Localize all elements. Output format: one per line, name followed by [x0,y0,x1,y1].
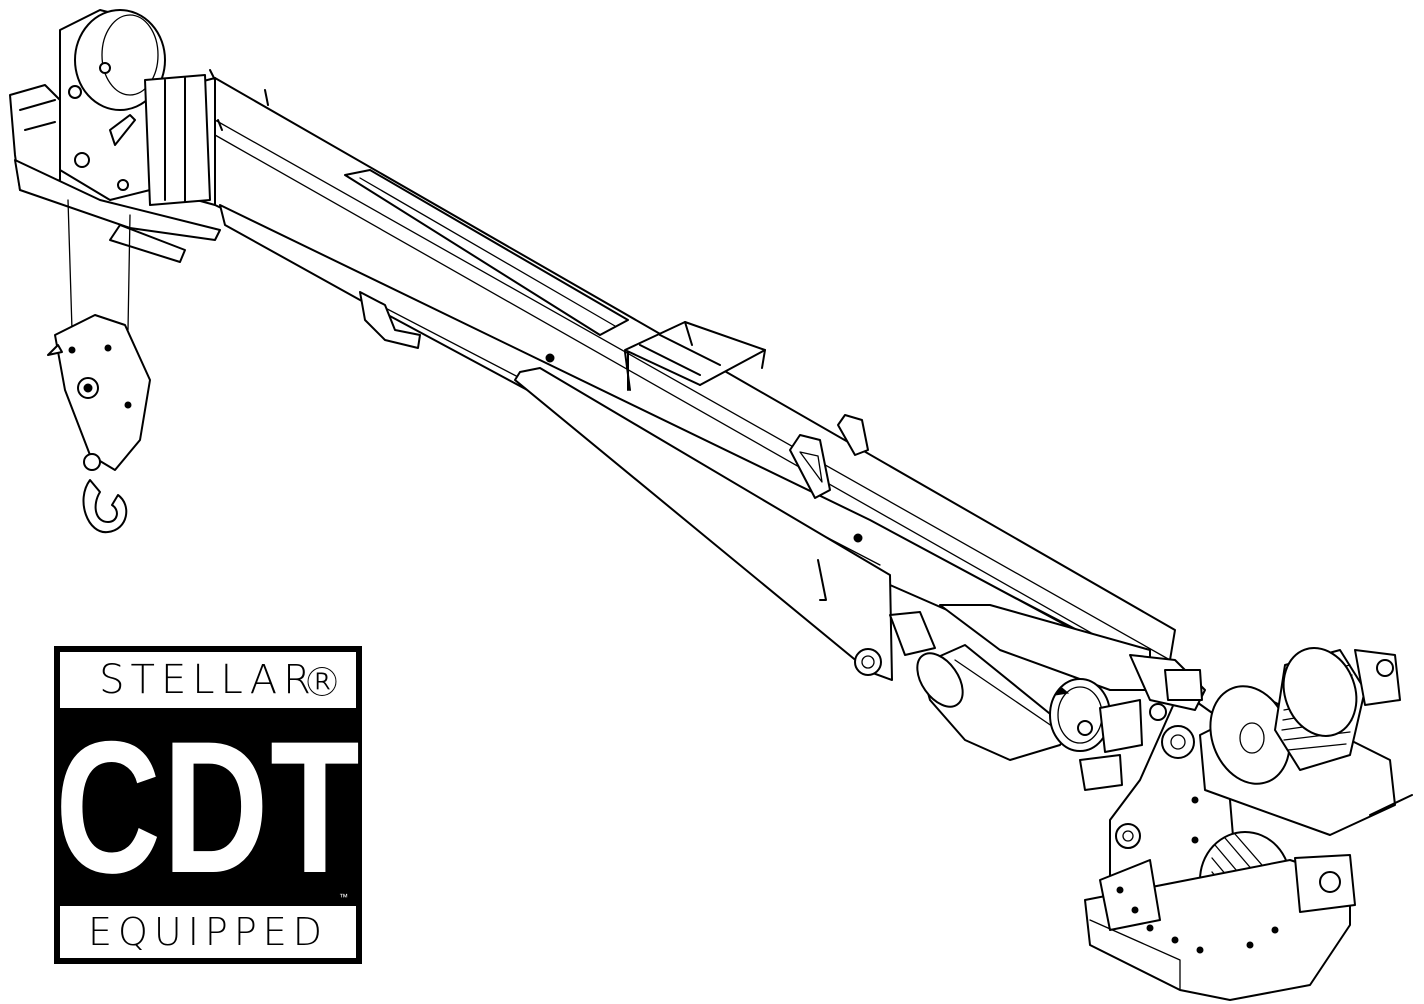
logo-product-block: CDT [54,708,362,906]
logo-tagline-band: EQUIPPED [60,906,356,958]
hoist-winch [1199,647,1413,836]
registered-mark: ® [302,660,348,706]
logo-product-text: CDT [54,702,362,912]
boom-tip-head [9,9,269,263]
control-valve [1129,654,1206,711]
boom-web-plate [514,353,893,681]
lifting-eyes [789,414,869,499]
base-plate [1084,854,1356,1001]
stellar-cdt-equipped-logo: STELLAR ® CDT ™ EQUIPPED [54,646,362,964]
trademark-mark: ™ [339,892,348,902]
lift-cylinder [889,604,1151,761]
logo-brand-band: STELLAR ® [60,652,356,708]
boom-rack [624,321,766,391]
rotation-drive [1049,678,1143,791]
hook-block [47,199,151,534]
logo-brand-text: STELLAR [99,657,317,703]
main-boom [149,77,1176,691]
boom-bracket [359,291,421,349]
logo-tagline-text: EQUIPPED [87,910,329,954]
